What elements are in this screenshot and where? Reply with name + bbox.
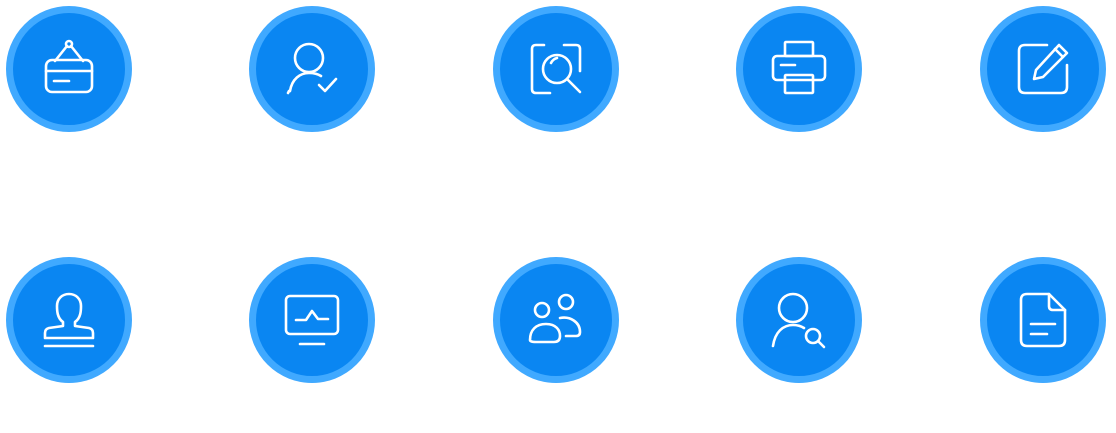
users-button[interactable] <box>493 257 619 383</box>
user-check-button[interactable] <box>249 6 375 132</box>
users-icon <box>528 293 582 344</box>
printer-icon <box>771 40 827 95</box>
search-scan-button[interactable] <box>493 6 619 132</box>
edit-icon <box>1017 43 1069 95</box>
hanging-sign-button[interactable] <box>6 6 132 132</box>
monitor-button[interactable] <box>249 257 375 383</box>
stamp-icon <box>43 292 95 348</box>
document-icon <box>1019 292 1067 348</box>
user-search-icon <box>771 292 826 349</box>
search-scan-icon <box>530 43 582 95</box>
monitor-icon <box>284 294 340 346</box>
document-button[interactable] <box>980 257 1106 383</box>
printer-button[interactable] <box>736 6 862 132</box>
edit-button[interactable] <box>980 6 1106 132</box>
stamp-button[interactable] <box>6 257 132 383</box>
user-check-icon <box>286 42 338 95</box>
hanging-sign-icon <box>44 39 94 94</box>
user-search-button[interactable] <box>736 257 862 383</box>
